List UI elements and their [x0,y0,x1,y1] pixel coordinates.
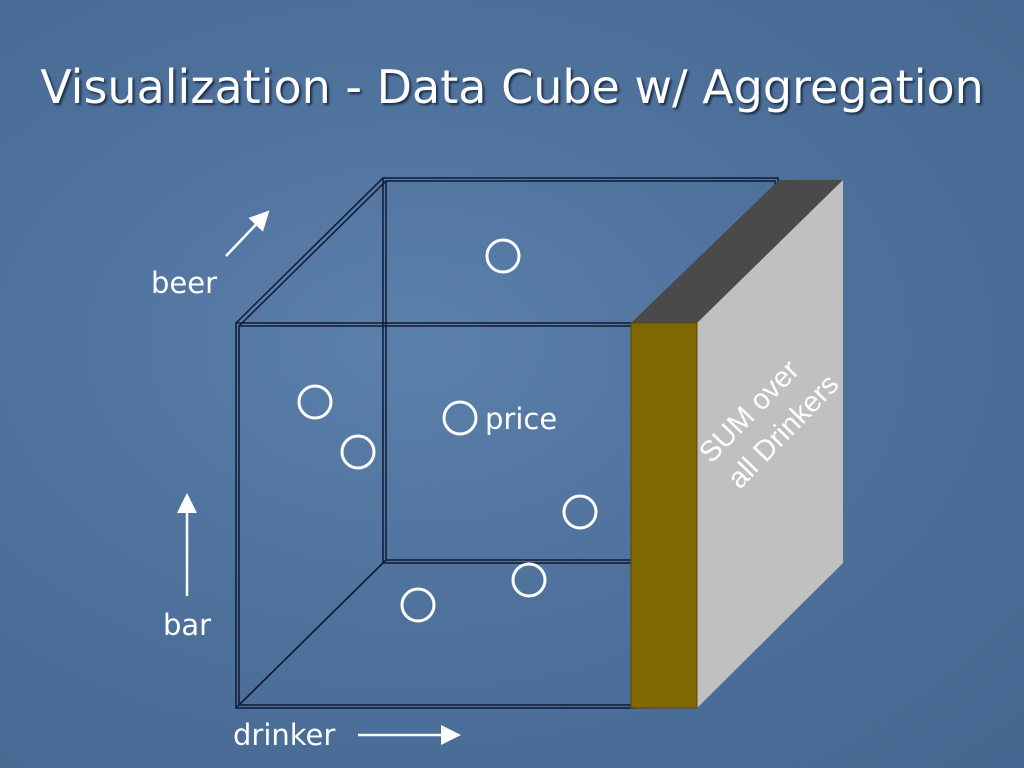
drinker-axis-label: drinker [233,718,336,752]
data-point [297,384,333,420]
data-point [562,494,598,530]
price-label: price [485,402,558,436]
slide-title: Visualization - Data Cube w/ Aggregation [40,60,984,114]
beer-axis-arrow [225,210,270,257]
data-point [485,238,521,274]
data-point [400,587,436,623]
beer-axis-label: beer [151,266,218,300]
data-points [297,238,598,623]
cube-edge-top-left-inner [238,180,387,327]
bar-axis-label: bar [163,608,212,642]
data-point-price [442,400,478,436]
data-point [340,434,376,470]
cube-front-face [235,322,637,709]
aggregate-side-face [697,180,843,708]
data-point [511,562,547,598]
aggregate-front-face [630,322,698,709]
cube-front-face-inner [238,325,634,706]
aggregate-top-face [631,180,843,323]
cube-edge-bottom-left-inner [238,559,387,706]
cube-edge-top-left [235,177,384,324]
